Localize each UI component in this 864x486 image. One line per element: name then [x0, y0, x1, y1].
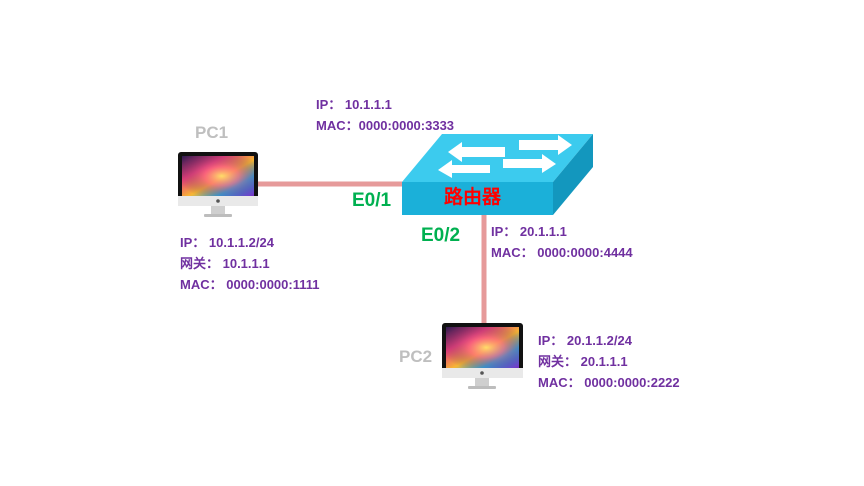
port-e02-label: E0/2 [421, 225, 461, 246]
router-e02-ip: IP： 20.1.1.1 [491, 224, 567, 239]
router-e01-mac: MAC：0000:0000:3333 [316, 118, 455, 133]
pc2-gateway: 网关： 20.1.1.1 [538, 354, 628, 369]
router-name: 路由器 [444, 187, 502, 208]
router-side-face [553, 134, 593, 215]
pc2-name: PC2 [399, 347, 433, 366]
pc1-gateway: 网关： 10.1.1.1 [180, 256, 270, 271]
pc1-info: IP： 10.1.1.2/24 网关： 10.1.1.1 MAC： 0000:0… [180, 232, 319, 295]
router-e01-ip: IP： 10.1.1.1 [316, 97, 392, 112]
router-icon[interactable] [402, 134, 593, 215]
pc2-info: IP： 20.1.1.2/24 网关： 20.1.1.1 MAC： 0000:0… [538, 330, 680, 393]
pc1-monitor-icon[interactable] [178, 152, 258, 217]
pc2-mac: MAC： 0000:0000:2222 [538, 375, 680, 390]
router-e01-info: IP： 10.1.1.1 MAC：0000:0000:3333 [316, 94, 454, 136]
pc1-ip: IP： 10.1.1.2/24 [180, 235, 274, 250]
pc1-mac: MAC： 0000:0000:1111 [180, 277, 320, 292]
pc2-monitor-icon[interactable] [442, 323, 523, 389]
router-front-face [402, 182, 553, 215]
router-arrows-icon [438, 135, 572, 178]
router-e02-info: IP： 20.1.1.1 MAC： 0000:0000:4444 [491, 221, 633, 263]
router-e02-mac: MAC： 0000:0000:4444 [491, 245, 633, 260]
pc1-name: PC1 [195, 123, 229, 142]
port-e01-label: E0/1 [352, 190, 392, 211]
pc2-ip: IP： 20.1.1.2/24 [538, 333, 632, 348]
